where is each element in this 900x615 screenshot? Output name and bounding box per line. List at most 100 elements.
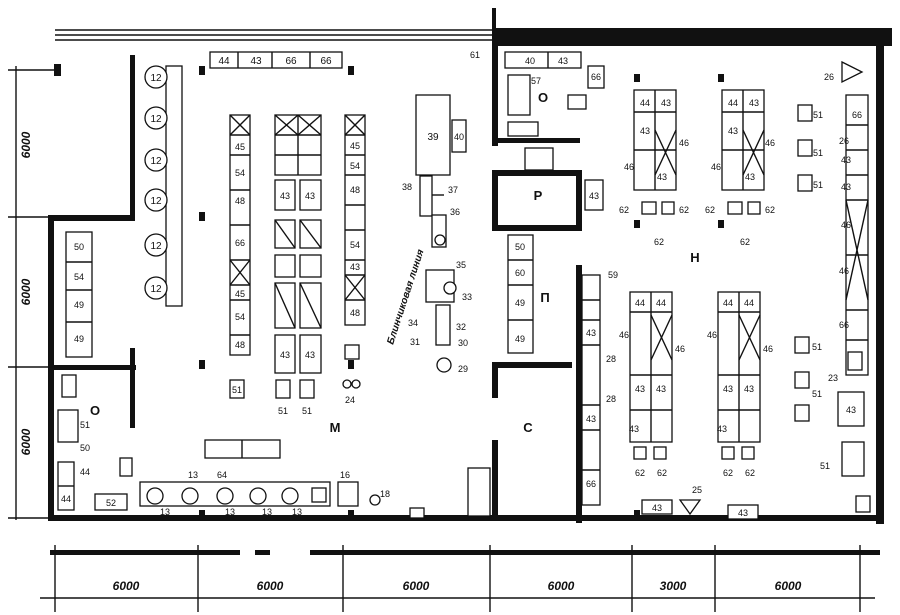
label-49: 49 — [515, 334, 525, 344]
label-33: 33 — [462, 292, 472, 302]
zone-p: П — [540, 290, 549, 305]
bottom-right-equipment: 43 25 43 — [641, 485, 871, 520]
top-rails — [55, 29, 492, 41]
label-66: 66 — [586, 479, 596, 489]
label-34: 34 — [408, 318, 418, 328]
label-13: 13 — [225, 507, 235, 517]
label-46: 46 — [675, 344, 685, 354]
label-49: 49 — [74, 300, 84, 310]
label-51: 51 — [813, 180, 823, 190]
label-46: 46 — [679, 138, 689, 148]
label-62: 62 — [619, 205, 629, 215]
label-48: 48 — [235, 340, 245, 350]
label-43: 43 — [749, 98, 759, 108]
label-35: 35 — [456, 260, 466, 270]
label-57: 57 — [531, 76, 541, 86]
equipment-12-row: 12 12 12 12 12 12 — [144, 65, 183, 307]
label-66: 66 — [591, 72, 601, 82]
label-23: 23 — [828, 373, 838, 383]
label-26: 26 — [839, 136, 849, 146]
label-62: 62 — [657, 468, 667, 478]
label-59: 59 — [608, 270, 618, 280]
label-54: 54 — [235, 312, 245, 322]
label-43: 43 — [586, 328, 596, 338]
label-48: 48 — [235, 196, 245, 206]
label-50: 50 — [74, 242, 84, 252]
label-61: 61 — [470, 50, 480, 60]
dim-bottom-2: 6000 — [257, 579, 284, 593]
label-43: 43 — [656, 384, 666, 394]
label-43: 43 — [744, 384, 754, 394]
zone-r: Р — [534, 188, 543, 203]
label-51: 51 — [820, 461, 830, 471]
label-40: 40 — [454, 132, 464, 142]
label-46: 46 — [763, 344, 773, 354]
label-13: 13 — [292, 507, 302, 517]
label-60: 60 — [515, 268, 525, 278]
equipment-column-a: 45 54 48 66 45 54 48 51 — [229, 114, 251, 399]
label-51: 51 — [232, 385, 242, 395]
label-29: 29 — [458, 364, 468, 374]
label-43: 43 — [629, 424, 639, 434]
label-25: 25 — [692, 485, 702, 495]
label-43: 43 — [846, 405, 856, 415]
label-44: 44 — [61, 494, 71, 504]
label-49: 49 — [74, 334, 84, 344]
label-43: 43 — [305, 191, 315, 201]
label-43: 43 — [558, 56, 568, 66]
label-43: 43 — [738, 508, 748, 518]
equipment-column-c: 45 54 48 54 43 48 24 — [342, 114, 366, 405]
equipment-top-row: 44 43 66 66 — [209, 51, 343, 69]
label-12: 12 — [150, 114, 162, 125]
label-62: 62 — [705, 205, 715, 215]
label-37: 37 — [448, 185, 458, 195]
label-51: 51 — [302, 406, 312, 416]
zone-n: Н — [690, 250, 699, 265]
label-52: 52 — [106, 498, 116, 508]
label-45: 45 — [235, 142, 245, 152]
label-62: 62 — [654, 237, 664, 247]
label-12: 12 — [150, 241, 162, 252]
equipment-13-row: 13 64 13 13 13 13 16 18 — [139, 439, 425, 519]
label-44: 44 — [218, 56, 230, 67]
label-51: 51 — [80, 420, 90, 430]
label-46: 46 — [624, 162, 634, 172]
label-48: 48 — [350, 308, 360, 318]
left-dimension-line — [8, 64, 61, 520]
zone-o-left: О — [90, 403, 100, 418]
label-48: 48 — [350, 185, 360, 195]
label-46: 46 — [707, 330, 717, 340]
label-43: 43 — [250, 56, 262, 67]
left-room-equipment: 50 54 49 49 О 51 50 44 44 52 — [57, 231, 133, 511]
pancake-line-caption: Блинчиковая линия — [385, 248, 426, 346]
label-43: 43 — [841, 182, 851, 192]
label-46: 46 — [839, 266, 849, 276]
zone-o-upper: О — [538, 90, 548, 105]
label-62: 62 — [723, 468, 733, 478]
zone-m: М — [330, 420, 341, 435]
label-43: 43 — [589, 191, 599, 201]
label-51: 51 — [278, 406, 288, 416]
label-44: 44 — [744, 298, 754, 308]
label-62: 62 — [635, 468, 645, 478]
label-62: 62 — [740, 237, 750, 247]
upper-room-o: 40 43 61 57 О 66 Р 43 — [470, 50, 605, 211]
dim-bottom-6: 6000 — [775, 579, 802, 593]
dim-bottom-1: 6000 — [113, 579, 140, 593]
label-54: 54 — [350, 240, 360, 250]
label-51: 51 — [813, 148, 823, 158]
left-dimensions: 6000 6000 6000 — [19, 131, 33, 455]
label-38: 38 — [402, 182, 412, 192]
label-62: 62 — [765, 205, 775, 215]
label-43: 43 — [657, 172, 667, 182]
label-66: 66 — [852, 110, 862, 120]
label-54: 54 — [350, 161, 360, 171]
label-43: 43 — [635, 384, 645, 394]
label-43: 43 — [305, 350, 315, 360]
label-50: 50 — [80, 443, 90, 453]
label-66: 66 — [320, 56, 332, 67]
label-30: 30 — [458, 338, 468, 348]
dim-left-2: 6000 — [19, 278, 33, 305]
zone-s: С — [523, 420, 533, 435]
